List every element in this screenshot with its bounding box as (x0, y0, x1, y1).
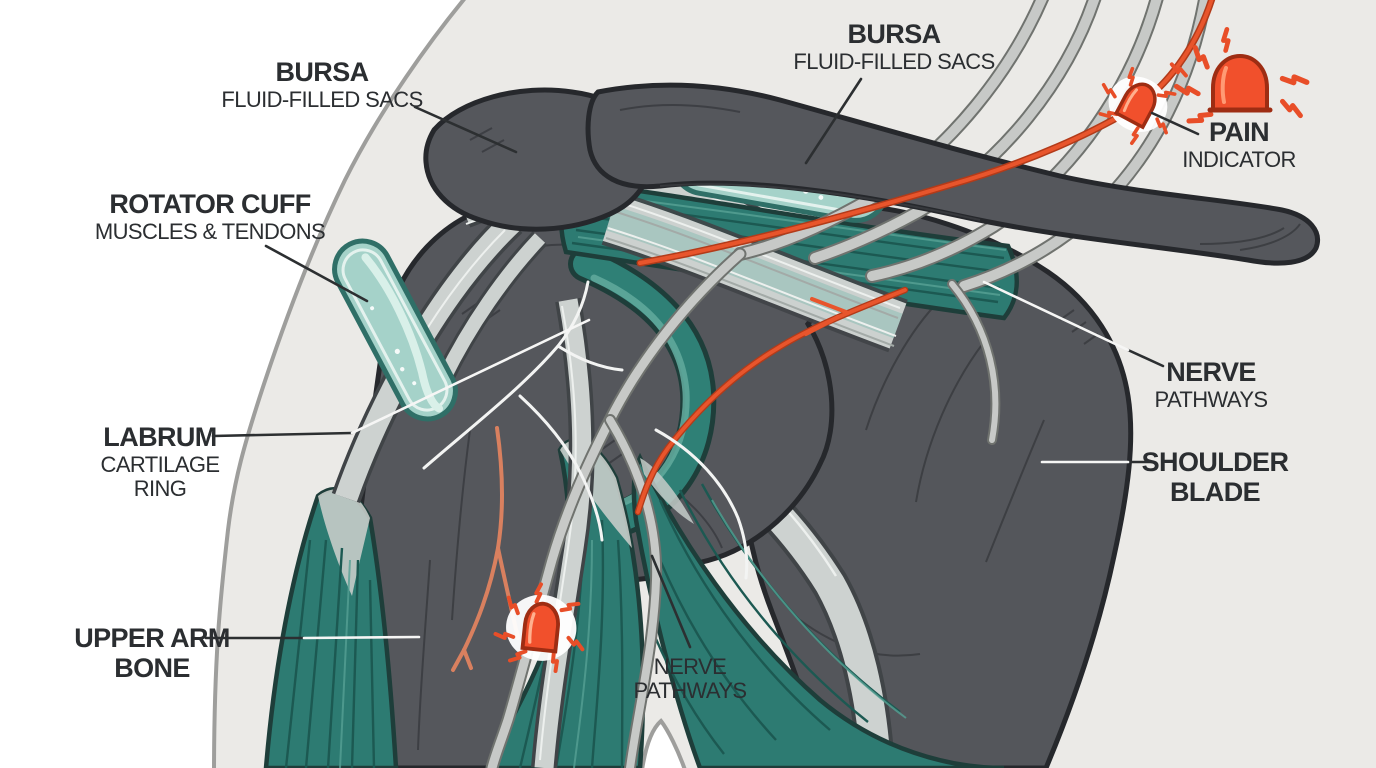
label-bursa-top: BURSA FLUID-FILLED SACS (793, 19, 995, 74)
pain-indicator-siren-icon (1167, 29, 1307, 128)
label-shoulder-blade-line1: SHOULDER (1141, 447, 1289, 477)
pointer-bursa-left (413, 105, 518, 154)
label-pain-indicator: PAIN INDICATOR (1182, 117, 1296, 172)
pointer-labrum-dark (211, 431, 354, 438)
pointer-nerve-right-white (982, 280, 1130, 352)
label-bursa-top-title: BURSA (847, 19, 941, 49)
label-labrum: LABRUM CARTILAGE RING (100, 422, 221, 501)
label-rotator-cuff: ROTATOR CUFF MUSCLES & TENDONS (94, 189, 326, 244)
pointer-nerve-right-dark (1126, 348, 1165, 368)
nerve-orange (451, 0, 1216, 672)
pointer-upper-arm-white (302, 635, 421, 640)
label-pain-indicator-sub: INDICATOR (1182, 146, 1296, 172)
pointer-lines (204, 77, 1200, 649)
label-upper-arm-bone-line2: BONE (114, 652, 190, 683)
label-shoulder-blade-line2: BLADE (1170, 476, 1261, 507)
pointer-labrum-white (350, 318, 591, 435)
label-bursa-top-sub: FLUID-FILLED SACS (793, 48, 995, 74)
pointer-rotator-cuff (264, 244, 369, 303)
label-shoulder-blade: SHOULDER BLADE (1141, 447, 1289, 507)
label-bursa-left: BURSA FLUID-FILLED SACS (221, 57, 423, 112)
bottom-cartilage-outline (640, 718, 687, 768)
pointer-pain (1150, 111, 1200, 136)
pointer-bursa-top (804, 77, 863, 165)
label-upper-arm-bone-line1: UPPER ARM (74, 623, 230, 653)
label-labrum-title: LABRUM (103, 422, 217, 452)
label-nerve-pathways-bottom-line1: NERVE (653, 654, 727, 679)
nerve-white-branches (422, 280, 749, 580)
label-labrum-sub2: RING (133, 475, 187, 501)
label-nerve-pathways-bottom-line2: PATHWAYS (633, 678, 748, 704)
label-rotator-cuff-sub: MUSCLES & TENDONS (94, 218, 326, 244)
label-bursa-left-title: BURSA (275, 57, 369, 87)
label-nerve-pathways-right-sub: PATHWAYS (1154, 386, 1269, 412)
label-pain-indicator-title: PAIN (1208, 117, 1270, 147)
pain-indicator-led-bottom (493, 582, 587, 673)
pain-indicator-led-top (1098, 66, 1177, 146)
label-nerve-pathways-bottom: NERVE PATHWAYS (633, 654, 748, 704)
label-labrum-sub1: CARTILAGE (100, 451, 221, 477)
collar-bone (423, 82, 1320, 266)
bursa-left-sac (332, 238, 458, 422)
label-upper-arm-bone: UPPER ARM BONE (74, 623, 230, 683)
label-nerve-pathways-right-title: NERVE (1166, 357, 1256, 387)
label-rotator-cuff-title: ROTATOR CUFF (109, 189, 311, 219)
label-bursa-left-sub: FLUID-FILLED SACS (221, 86, 423, 112)
pointer-nerve-bottom (650, 554, 692, 649)
label-nerve-pathways-right: NERVE PATHWAYS (1154, 357, 1269, 412)
tendon-strap-front (531, 297, 595, 768)
